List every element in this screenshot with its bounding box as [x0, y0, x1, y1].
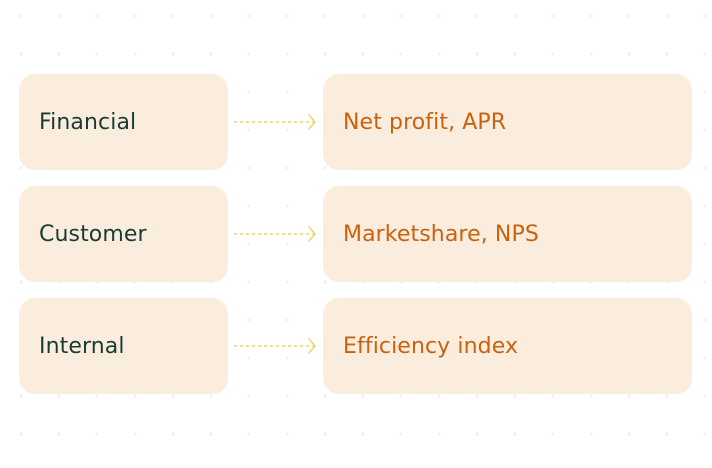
category-box: Internal: [19, 298, 228, 394]
category-label: Customer: [39, 221, 147, 247]
dotted-arrow-icon: [234, 338, 316, 354]
category-label: Financial: [39, 109, 137, 135]
row-financial: Financial Net profit, APR: [0, 74, 712, 170]
category-box: Financial: [19, 74, 228, 170]
metric-box: Net profit, APR: [323, 74, 692, 170]
metric-box: Marketshare, NPS: [323, 186, 692, 282]
metric-box: Efficiency index: [323, 298, 692, 394]
metric-label: Marketshare, NPS: [343, 221, 539, 247]
category-box: Customer: [19, 186, 228, 282]
metric-label: Net profit, APR: [343, 109, 507, 135]
category-label: Internal: [39, 333, 125, 359]
dotted-arrow-icon: [234, 114, 316, 130]
row-internal: Internal Efficiency index: [0, 298, 712, 394]
row-customer: Customer Marketshare, NPS: [0, 186, 712, 282]
metric-label: Efficiency index: [343, 333, 519, 359]
dotted-arrow-icon: [234, 226, 316, 242]
